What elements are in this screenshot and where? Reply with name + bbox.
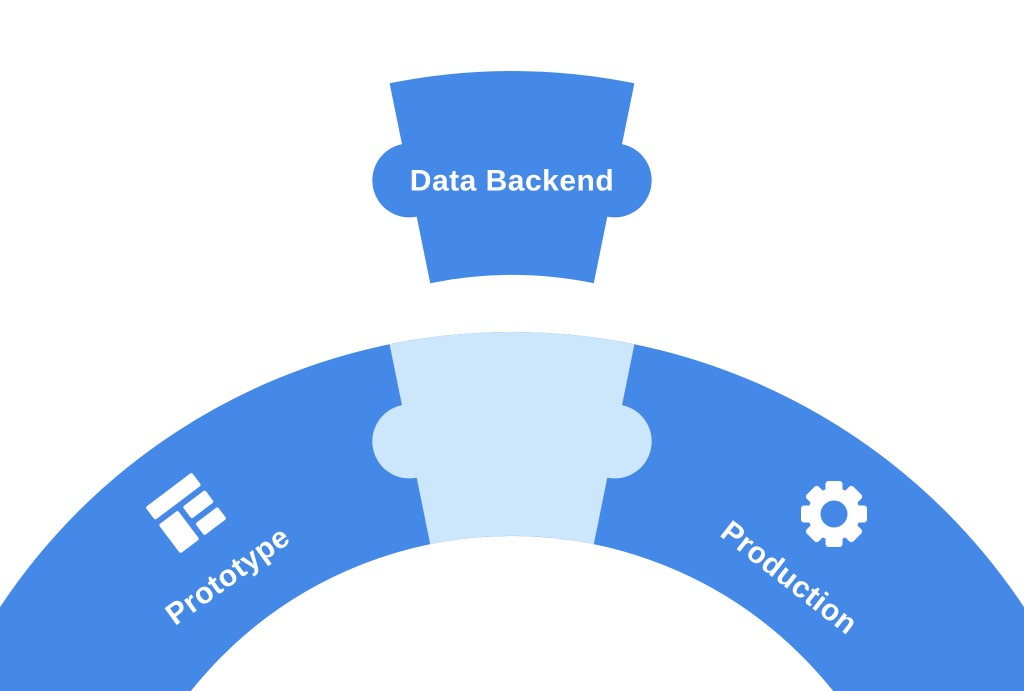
gear-hole: [820, 500, 848, 528]
data-backend-label: Data Backend: [410, 165, 614, 198]
gear-icon: [801, 481, 867, 547]
layout-icon: [146, 473, 226, 553]
